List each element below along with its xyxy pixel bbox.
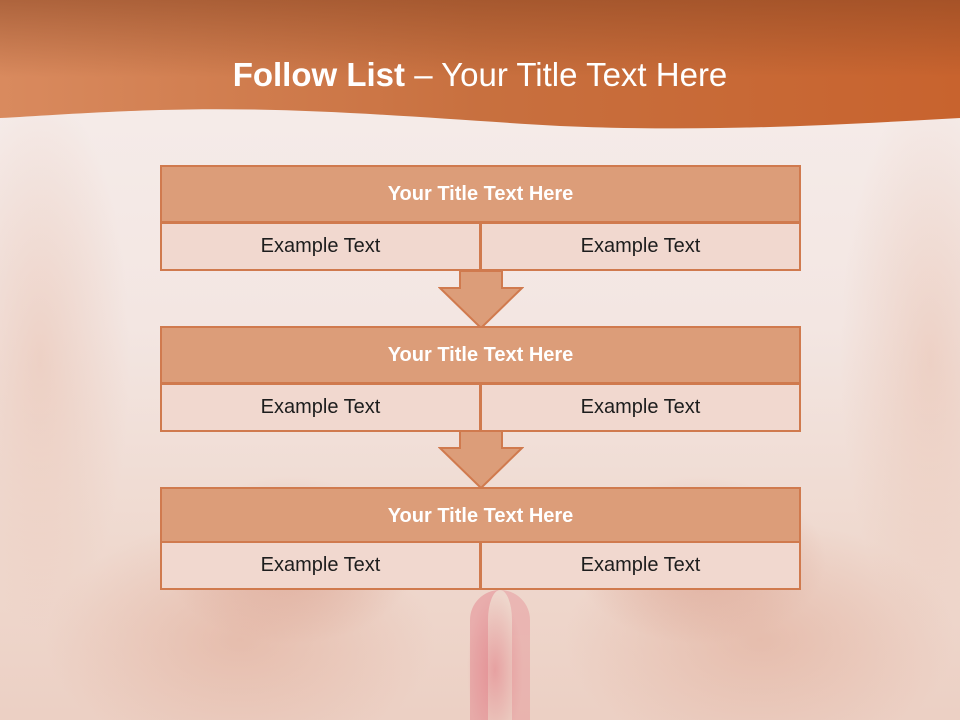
flow-block-cell-right: Example Text [480, 541, 801, 590]
down-arrow-icon [438, 430, 524, 490]
slide-title: Follow List – Your Title Text Here [0, 56, 960, 94]
flow-block-2: Your Title Text Here Example Text Exampl… [160, 326, 801, 432]
flow-block-cell-left: Example Text [160, 541, 481, 590]
header-wave-shape [0, 0, 960, 129]
header-banner: Follow List – Your Title Text Here [0, 0, 960, 140]
flow-block-title: Your Title Text Here [160, 487, 801, 545]
flow-block-cell-left: Example Text [160, 222, 481, 271]
flow-block-title: Your Title Text Here [160, 165, 801, 223]
flow-block-cell-left: Example Text [160, 383, 481, 432]
flow-block-cell-right: Example Text [480, 222, 801, 271]
flow-block-row: Example Text Example Text [160, 541, 801, 590]
flow-block-1: Your Title Text Here Example Text Exampl… [160, 165, 801, 271]
flow-block-title: Your Title Text Here [160, 326, 801, 384]
flow-block-cell-right: Example Text [480, 383, 801, 432]
down-arrow-icon [438, 270, 524, 330]
pink-ribbon-image [470, 590, 530, 720]
flow-block-3: Your Title Text Here Example Text Exampl… [160, 487, 801, 593]
flow-block-row: Example Text Example Text [160, 383, 801, 432]
flow-block-row: Example Text Example Text [160, 222, 801, 271]
slide-title-bold: Follow List [232, 56, 406, 93]
slide-title-rest: – Your Title Text Here [405, 56, 728, 93]
